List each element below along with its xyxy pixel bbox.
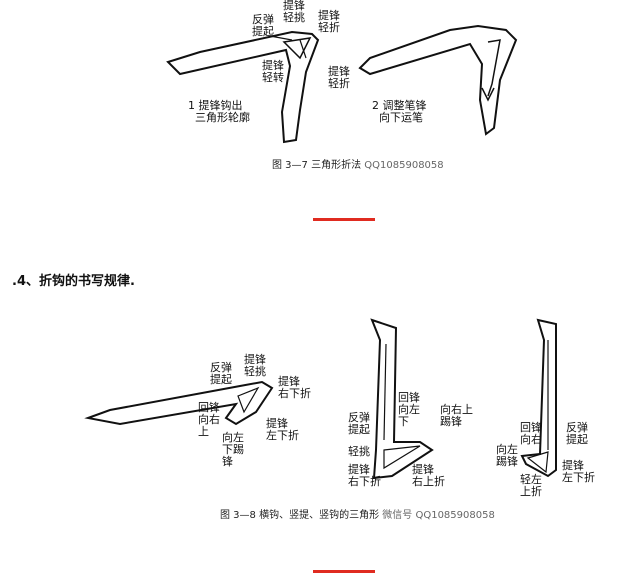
watermark: QQ1085908058	[364, 160, 444, 171]
label-fantan-tiqi: 反弹 提起	[210, 361, 232, 386]
down-arrowhead	[481, 87, 495, 102]
vertical-lift-stroke	[370, 318, 434, 480]
label-xiangyoushang-tifeng: 向右上 踢锋	[440, 403, 473, 428]
figure-3-7-drawing	[166, 24, 518, 144]
section-divider-bottom	[313, 570, 375, 573]
caption-text: 图 3—8 横钩、竖提、竖钩的三角形	[220, 510, 380, 521]
label-tifeng-qingzhuan: 提锋 轻转	[262, 59, 284, 84]
vertical-hook-stroke	[520, 318, 557, 478]
label-huifeng-xiangyou: 回锋 向右	[520, 421, 542, 446]
triangle-outline	[282, 37, 312, 60]
brush-stroke-left	[166, 30, 320, 144]
label-qingzuo-shangzhe: 轻左 上折	[520, 473, 542, 498]
label-tifeng-qingtiao: 提锋 轻挑	[244, 353, 266, 378]
label-tifeng-qingtiao: 提锋 轻挑	[283, 0, 305, 24]
figure-3-7-caption: 图 3—7 三角形折法 QQ1085908058	[272, 156, 444, 171]
turn-arrows	[269, 35, 307, 59]
figure-3-8-drawing	[84, 318, 557, 480]
label-tifeng-zuoxiazhe: 提锋 左下折	[266, 417, 299, 442]
horizontal-hook-inner	[237, 386, 260, 414]
label-tifeng-qingzhe-2: 提锋 轻折	[328, 65, 350, 90]
section-heading: .4、折钩的书写规律.	[12, 274, 135, 289]
vertical-lift-inner	[383, 445, 421, 470]
horizontal-hook-stroke	[84, 380, 274, 426]
label-xiangzuo-tifeng: 向左 踢锋	[496, 443, 518, 468]
figure-3-8-caption: 图 3—8 横钩、竖提、竖钩的三角形 微信号 QQ1085908058	[220, 506, 495, 521]
label-qingtiao: 轻挑	[348, 445, 370, 458]
vertical-hook-inner	[526, 451, 549, 474]
label-tifeng-zuoxiazhe-2: 提锋 左下折	[562, 459, 595, 484]
label-step-2: 2 调整笔锋 向下运笔	[372, 99, 427, 124]
caption-text: 图 3—7 三角形折法	[272, 160, 362, 171]
label-xiangzuo-xiati-feng: 向左 下踢 锋	[222, 431, 244, 468]
label-step-1: 1 提锋钩出 三角形轮廓	[188, 99, 250, 124]
label-fantan-tiqi: 反弹 提起	[252, 13, 274, 38]
label-huifeng-xiangyou-shang: 回锋 向右 上	[198, 401, 220, 438]
label-tifeng-youxiazhe: 提锋 右下折	[278, 375, 311, 400]
label-fantan-tiqi-3: 反弹 提起	[566, 421, 588, 446]
label-tifeng-youxiazhe-2: 提锋 右下折	[348, 463, 381, 488]
vertical-lift-arrow	[383, 343, 387, 441]
inner-arrow	[487, 39, 501, 97]
label-tifeng-youshangzhe: 提锋 右上折	[412, 463, 445, 488]
label-huifeng-xiangzuo-xia: 回锋 向左 下	[398, 391, 420, 428]
label-tifeng-qingzhe: 提锋 轻折	[318, 9, 340, 34]
figure-3-7: 反弹 提起 提锋 轻挑 提锋 轻折 提锋 轻转 提锋 轻折 1 提锋钩出 三角形…	[0, 0, 620, 180]
label-fantan-tiqi-2: 反弹 提起	[348, 411, 370, 436]
brush-stroke-right	[358, 24, 518, 136]
section-divider	[313, 218, 375, 221]
figure-3-8: 反弹 提起 提锋 轻挑 提锋 右下折 回锋 向右 上 向左 下踢 锋 提锋 左下…	[0, 300, 620, 535]
watermark: 微信号 QQ1085908058	[382, 510, 495, 521]
